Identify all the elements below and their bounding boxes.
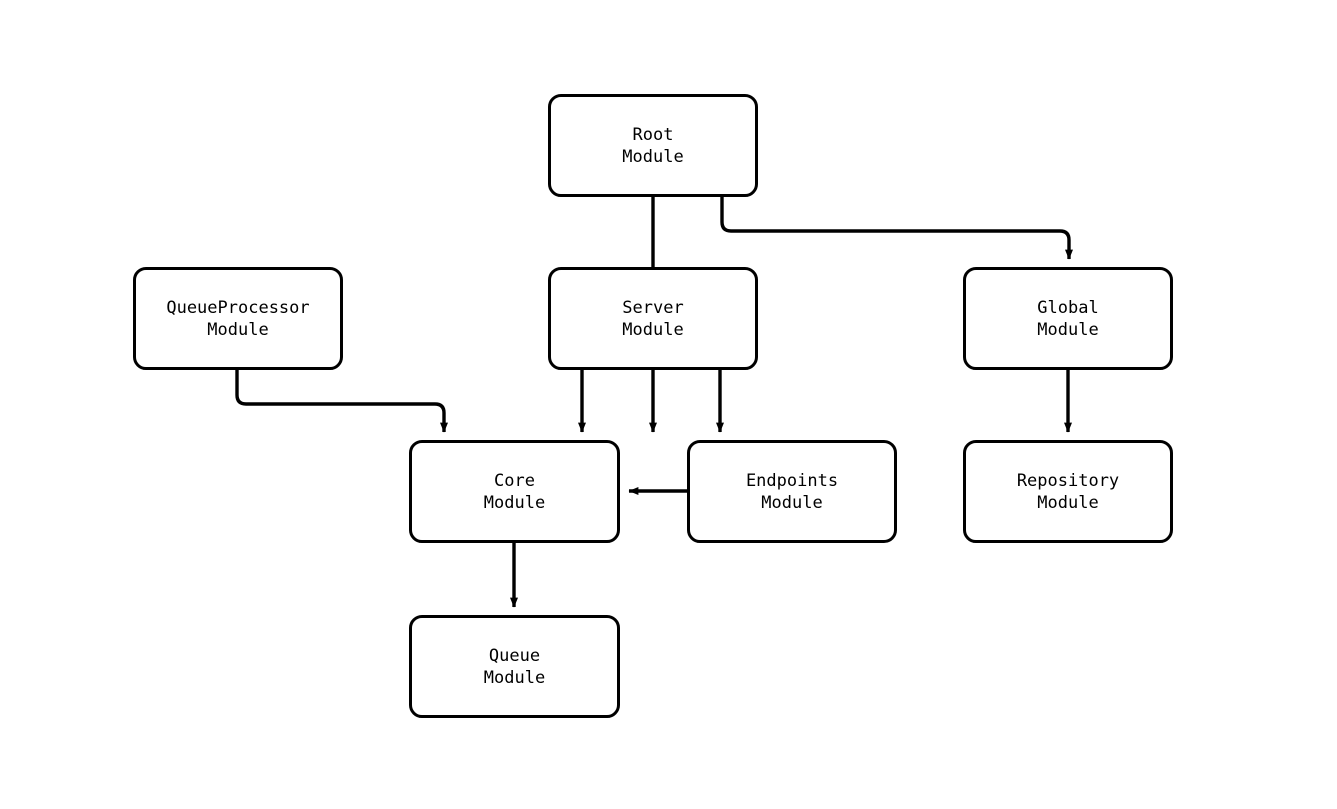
node-endpoints-module-label-line1: Endpoints xyxy=(745,470,839,491)
node-global-module-label-line1: Global xyxy=(1037,297,1099,318)
node-endpoints-module[interactable]: Endpoints Module xyxy=(687,440,897,543)
node-root-module-label-line2: Module xyxy=(622,146,684,167)
edge-root-to-global xyxy=(720,197,1073,260)
node-core-module-label-line1: Core xyxy=(494,470,535,491)
node-server-module-label-line2: Module xyxy=(622,319,684,340)
node-queueprocessor-module[interactable]: QueueProcessor Module xyxy=(133,267,343,370)
node-queueprocessor-module-label-line1: QueueProcessor xyxy=(166,297,310,318)
node-core-module-label-line2: Module xyxy=(483,492,546,513)
node-server-module[interactable]: Server Module xyxy=(548,267,758,370)
node-repository-module[interactable]: Repository Module xyxy=(963,440,1173,543)
node-core-module[interactable]: Core Module xyxy=(409,440,620,543)
node-endpoints-module-label-line2: Module xyxy=(761,492,823,513)
node-root-module[interactable]: Root Module xyxy=(548,94,758,197)
node-repository-module-label-line1: Repository xyxy=(1016,470,1120,491)
node-queueprocessor-module-label-line2: Module xyxy=(207,319,269,340)
node-global-module[interactable]: Global Module xyxy=(963,267,1173,370)
node-queue-module[interactable]: Queue Module xyxy=(409,615,620,718)
node-queue-module-label-line2: Module xyxy=(483,667,546,688)
node-repository-module-label-line2: Module xyxy=(1037,492,1099,513)
node-server-module-label-line1: Server xyxy=(622,297,684,318)
node-root-module-label-line1: Root xyxy=(632,124,674,145)
node-global-module-label-line2: Module xyxy=(1037,319,1099,340)
edge-queueprocessor-to-core xyxy=(235,370,448,433)
node-queue-module-label-line1: Queue xyxy=(488,645,541,666)
